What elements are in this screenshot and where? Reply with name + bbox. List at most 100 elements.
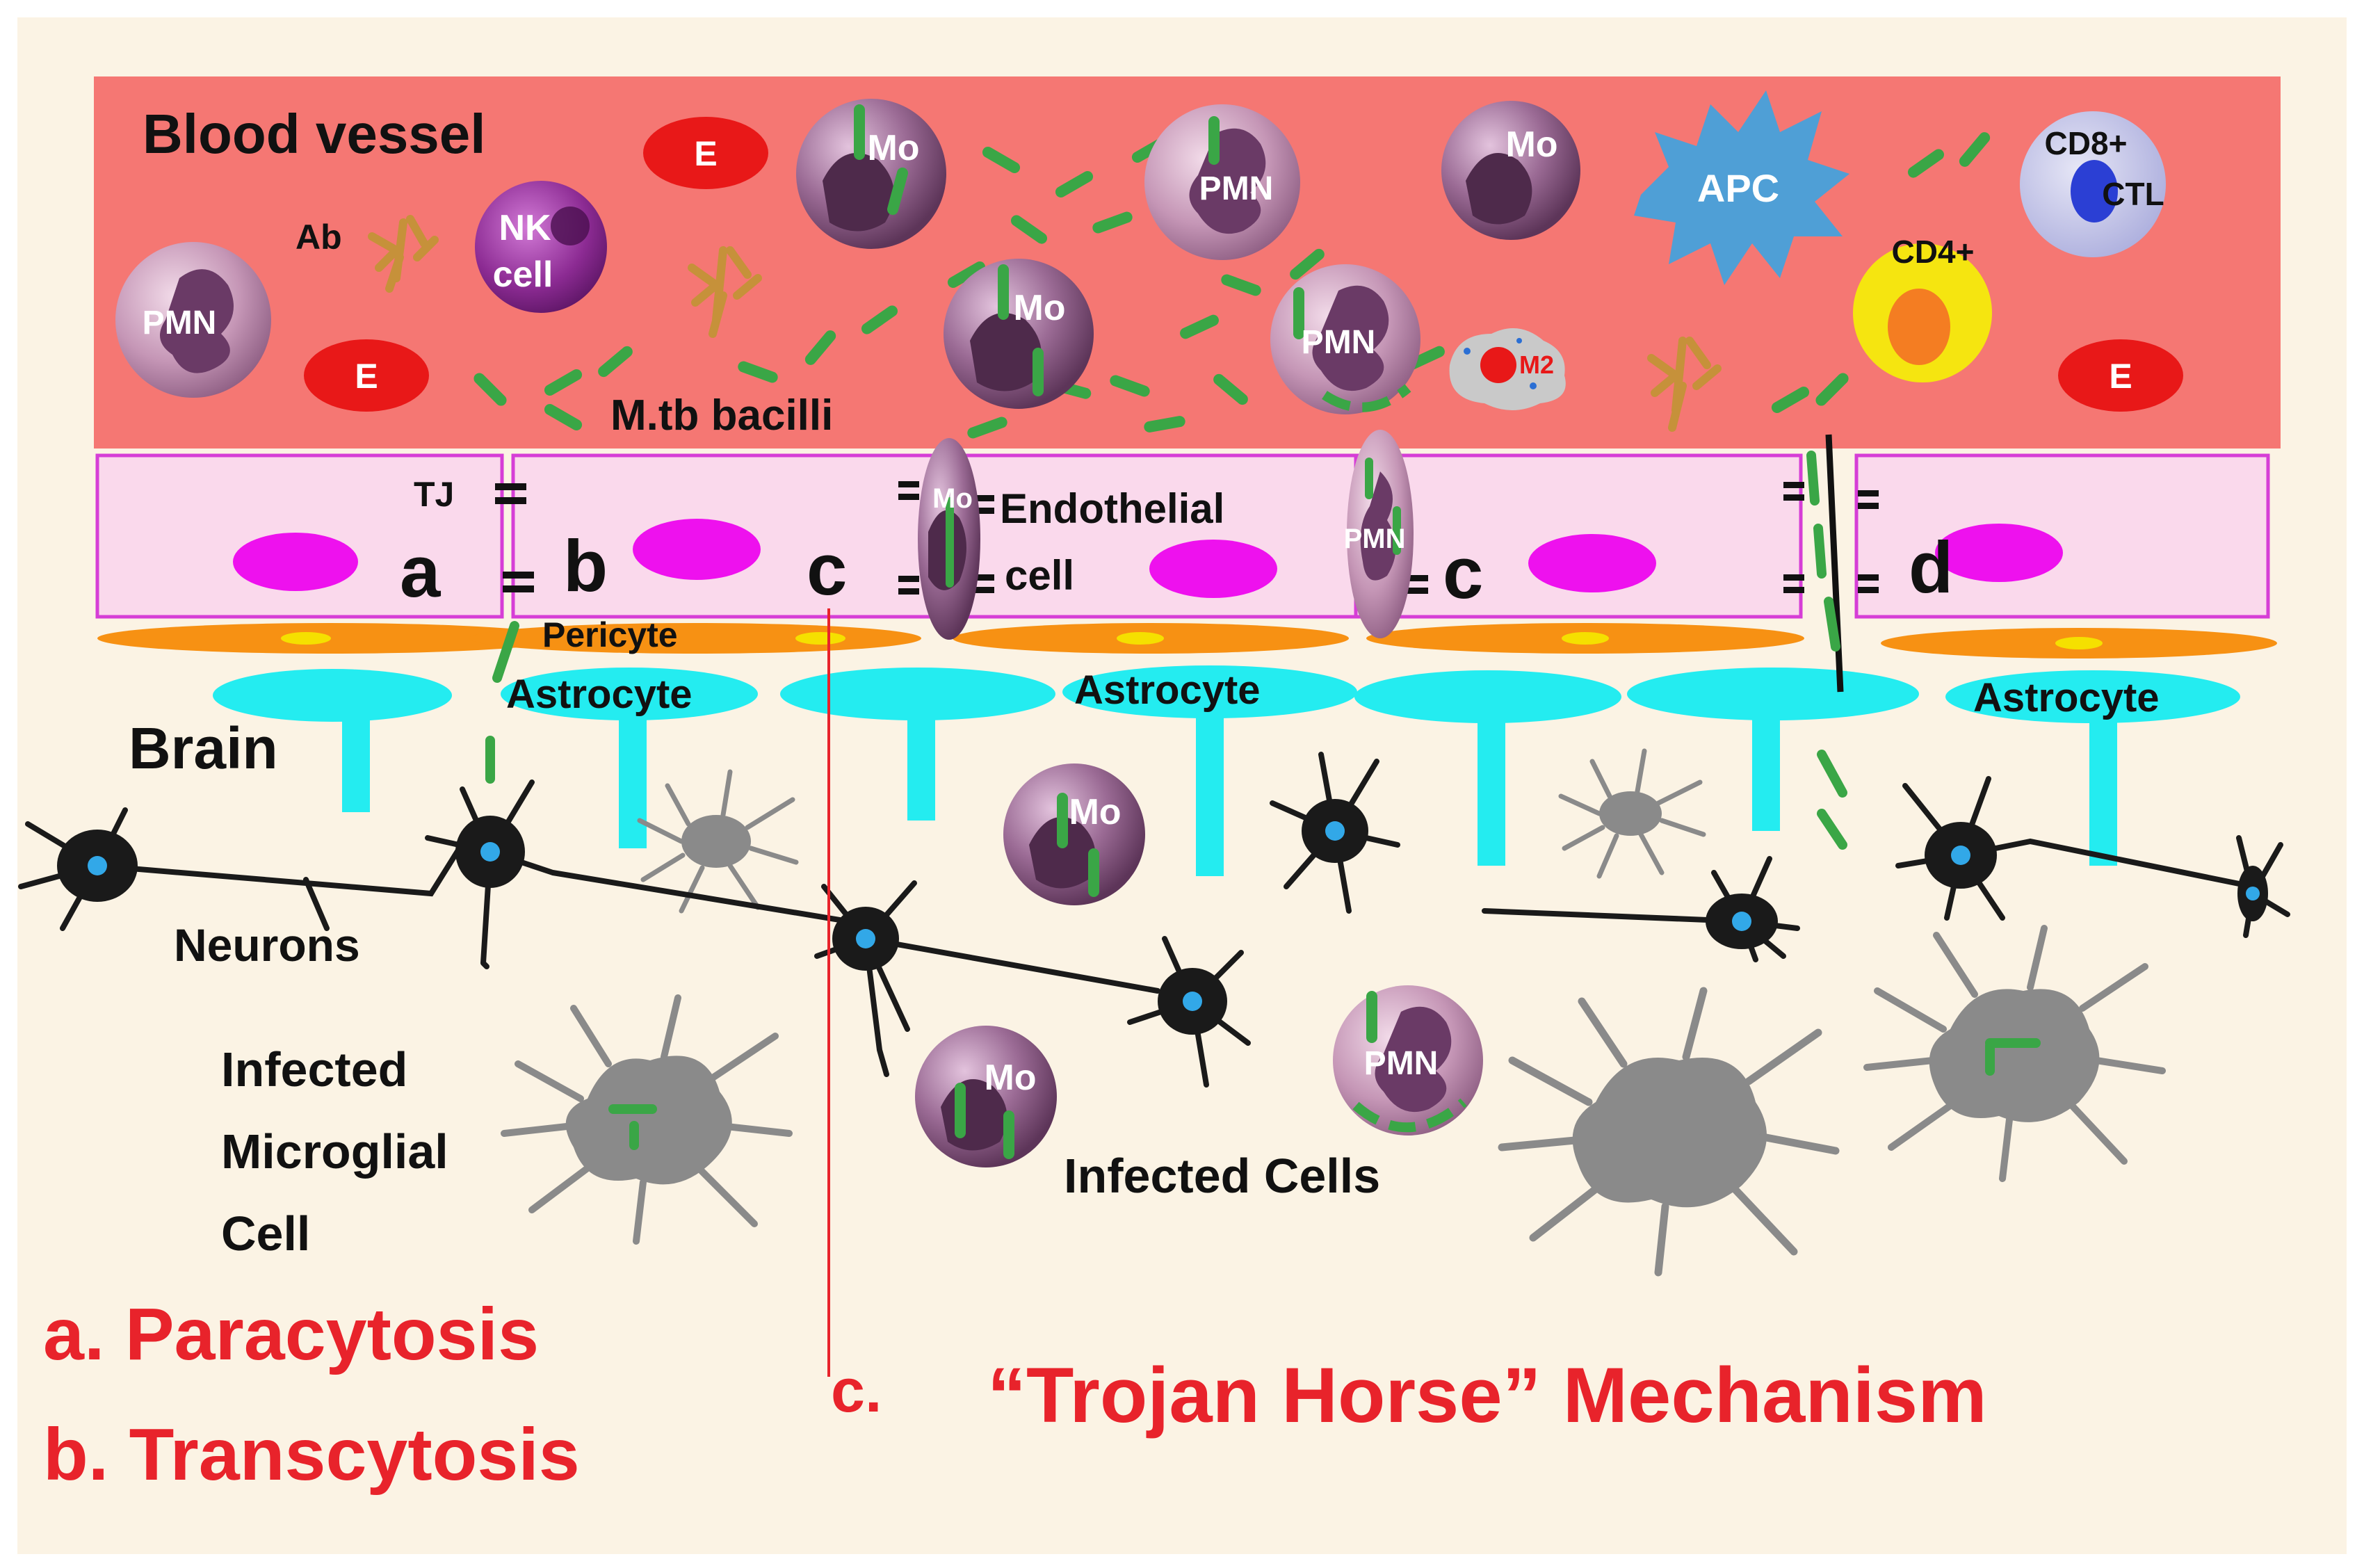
infected-cells-label: Infected Cells — [1064, 1149, 1380, 1203]
svg-text:CD8+: CD8+ — [2045, 125, 2128, 161]
monocyte: Mo — [796, 99, 946, 249]
endothelial-label: cell — [1005, 552, 1074, 599]
neuron — [1482, 856, 1800, 962]
svg-text:Mo: Mo — [932, 483, 973, 514]
svg-text:Mo: Mo — [867, 128, 919, 168]
endothelial-label: Endothelial — [1000, 485, 1224, 532]
astrocyte-label: Astrocyte — [1973, 675, 2160, 720]
pmn-cell: PMN — [1270, 264, 1420, 414]
neurons-label: Neurons — [174, 919, 360, 971]
neuron — [425, 779, 872, 969]
monocyte: Mo — [1441, 101, 1580, 240]
svg-text:Mo: Mo — [1069, 792, 1121, 832]
infected-microglial-cell — [501, 994, 793, 1245]
infected-microglial-label: Infected — [221, 1042, 407, 1097]
monocyte-transmigrating: Mo — [918, 438, 980, 640]
astrocyte-label: Astrocyte — [1074, 668, 1261, 713]
tj-label: TJ — [414, 475, 454, 514]
neuron — [1270, 752, 1400, 914]
antibody — [688, 246, 762, 338]
neuron — [1895, 776, 2256, 921]
nk-cell: NK cell — [475, 181, 607, 313]
pericyte-label: Pericyte — [542, 615, 678, 654]
endothelial-nucleus — [1149, 540, 1277, 598]
mechanism-trojan-horse: “Trojan Horse” Mechanism — [987, 1352, 1987, 1439]
pmn-cell: PMN — [115, 242, 271, 398]
svg-text:cell: cell — [493, 254, 553, 295]
pericyte-nucleus — [1562, 632, 1609, 645]
infected-microglial-label: Cell — [221, 1206, 310, 1261]
pericyte-nucleus — [1117, 632, 1164, 645]
erythrocyte: E — [2058, 339, 2183, 412]
route-letter-c: c — [807, 529, 847, 611]
endothelial-nucleus — [1935, 524, 2063, 582]
antibody — [368, 215, 439, 293]
pmn-cells: PMN PMN PMN PMN PMN — [115, 104, 1483, 1135]
pmn-cell: PMN — [1144, 104, 1300, 260]
neuron — [2236, 835, 2290, 938]
infected-microglial-label: Microglial — [221, 1124, 448, 1179]
route-letter-b: b — [563, 526, 608, 607]
astrocyte-layer — [213, 665, 2240, 876]
endothelial-nucleus — [1528, 534, 1656, 592]
svg-text:Mo: Mo — [1505, 124, 1557, 165]
erythrocytes: E E E — [304, 117, 2183, 412]
pmn-cell-transmigrating: PMN — [1344, 430, 1414, 638]
svg-text:PMN: PMN — [1344, 524, 1406, 554]
antibody — [1647, 337, 1722, 432]
mtb-bacilli-label: M.tb bacilli — [610, 391, 833, 439]
mechanism-c-label: c. — [831, 1356, 882, 1425]
svg-text:APC: APC — [1697, 166, 1779, 210]
svg-text:PMN: PMN — [1364, 1045, 1439, 1082]
svg-text:Mo: Mo — [1013, 288, 1065, 328]
route-letter-d: d — [1909, 527, 1953, 608]
pericyte-layer — [97, 623, 2277, 658]
monocyte: Mo — [944, 259, 1094, 409]
pericyte-nucleus — [795, 632, 845, 645]
endothelial-layer — [95, 453, 2270, 619]
svg-text:PMN: PMN — [1199, 170, 1274, 207]
tight-junctions — [495, 481, 1879, 595]
antibodies — [368, 215, 1722, 432]
svg-text:Mo: Mo — [984, 1058, 1036, 1098]
endothelial-cell-d — [1854, 453, 2270, 619]
microglia — [501, 748, 2166, 1277]
apc-cell: APC — [1634, 90, 1849, 285]
erythrocyte: E — [643, 117, 768, 189]
svg-text:PMN: PMN — [143, 305, 217, 341]
svg-text:M2: M2 — [1519, 350, 1554, 379]
blood-vessel-label: Blood vessel — [143, 103, 486, 165]
svg-text:PMN: PMN — [1302, 324, 1376, 361]
brain-label: Brain — [129, 716, 278, 781]
neuron — [1127, 936, 1251, 1088]
neuron — [18, 807, 469, 931]
pmn-cell-infected: PMN — [1333, 985, 1483, 1135]
pericyte-nucleus — [2055, 637, 2103, 649]
mechanism-paracytosis: a. Paracytosis — [43, 1293, 539, 1375]
bacilli-routes — [485, 451, 1847, 850]
m2-macrophage: M2 — [1449, 328, 1566, 410]
route-letter-a: a — [400, 531, 442, 613]
svg-text:CD4+: CD4+ — [1892, 234, 1975, 270]
svg-text:E: E — [2109, 357, 2132, 396]
svg-text:E: E — [694, 134, 717, 173]
monocyte-infected: Mo — [1003, 763, 1145, 905]
svg-text:E: E — [355, 357, 378, 396]
endothelial-cell-c1 — [956, 453, 1358, 619]
neurons — [18, 752, 2290, 1088]
pericyte — [469, 623, 921, 654]
svg-text:NK: NK — [499, 208, 551, 248]
endothelial-nucleus — [233, 533, 358, 591]
cd8-ctl-cell: CD8+ CTL — [2020, 111, 2166, 257]
mechanism-transcytosis: b. Transcytosis — [43, 1414, 580, 1496]
antibody-label: Ab — [296, 218, 342, 257]
monocytes: Mo Mo Mo Mo Mo — [796, 99, 1580, 1167]
route-letter-c: c — [1443, 533, 1483, 614]
astrocyte-label: Astrocyte — [506, 672, 693, 717]
cd4-cell: CD4+ — [1853, 234, 1992, 382]
neuron — [814, 880, 1160, 1077]
pericyte-nucleus — [281, 632, 331, 645]
erythrocyte: E — [304, 339, 429, 412]
monocyte-infected: Mo — [915, 1026, 1057, 1167]
